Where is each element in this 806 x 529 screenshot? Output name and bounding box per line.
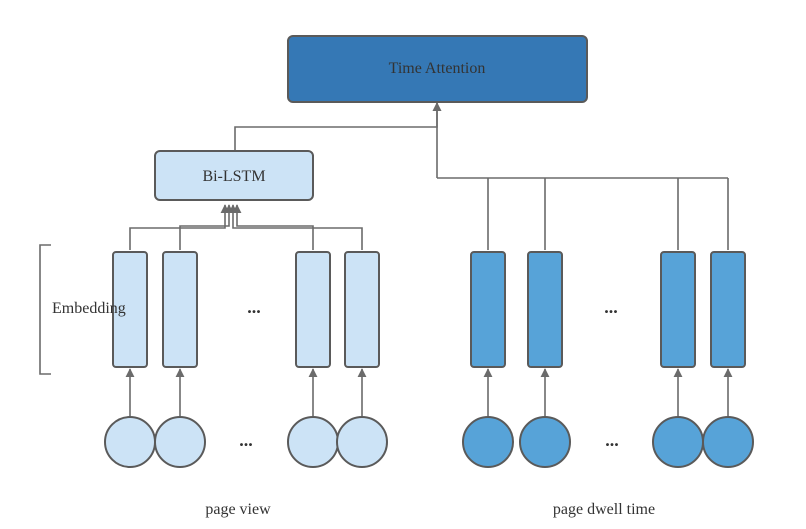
edge-emb2-lstm xyxy=(179,204,234,250)
edge-emb4-lstm xyxy=(228,204,363,250)
input-node xyxy=(652,416,704,468)
edge-emb3-lstm xyxy=(232,204,314,250)
ellipsis-right-embeddings: ... xyxy=(604,297,618,317)
embedding-label: Embedding xyxy=(52,300,126,317)
embedding-bracket xyxy=(39,244,51,375)
ellipsis-left-inputs: ... xyxy=(239,430,253,450)
ellipsis-left-embeddings: ... xyxy=(247,297,261,317)
time-attention-box xyxy=(287,35,588,103)
bi-lstm-label: Bi-LSTM xyxy=(202,168,265,185)
input-node xyxy=(154,416,206,468)
embedding-bar xyxy=(527,251,563,368)
ellipsis-right-inputs: ... xyxy=(605,430,619,450)
left-embeddings xyxy=(112,251,380,368)
right-input-nodes xyxy=(462,416,754,468)
edge-lstm-attention xyxy=(234,102,442,151)
page-view-label: page view xyxy=(205,501,271,518)
edge-emb1-lstm xyxy=(129,204,230,250)
embedding-bar xyxy=(660,251,696,368)
embedding-bar xyxy=(162,251,198,368)
input-node xyxy=(702,416,754,468)
input-node xyxy=(336,416,388,468)
input-node xyxy=(104,416,156,468)
connection-lines xyxy=(125,102,733,416)
embedding-bar xyxy=(344,251,380,368)
right-embeddings xyxy=(470,251,746,368)
embedding-bar xyxy=(295,251,331,368)
left-input-nodes xyxy=(104,416,388,468)
input-node xyxy=(287,416,339,468)
time-attention-label: Time Attention xyxy=(389,60,486,77)
page-dwell-time-label: page dwell time xyxy=(553,501,655,518)
embedding-bar xyxy=(710,251,746,368)
input-node xyxy=(519,416,571,468)
bi-lstm-box xyxy=(154,150,314,201)
embedding-bar xyxy=(470,251,506,368)
input-node xyxy=(462,416,514,468)
embedding-bar xyxy=(112,251,148,368)
